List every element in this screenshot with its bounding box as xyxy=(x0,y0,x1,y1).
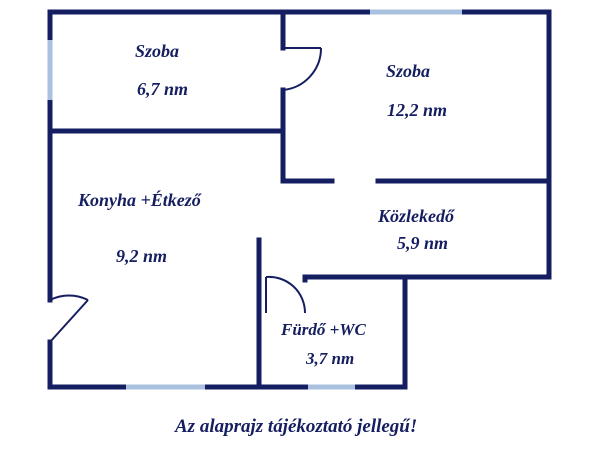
door-bathroom xyxy=(265,275,307,314)
windows xyxy=(47,9,462,390)
room-area-furdo: 3,7 nm xyxy=(305,349,354,368)
door-room-small xyxy=(282,47,323,91)
room-area-kozlekedo: 5,9 nm xyxy=(397,233,448,253)
room-name-konyha: Konyha +Étkező xyxy=(77,189,202,210)
room-area-szoba-large: 12,2 nm xyxy=(387,100,447,120)
room-area-szoba-small: 6,7 nm xyxy=(137,79,188,99)
room-name-furdo: Fürdő +WC xyxy=(280,320,366,339)
interior-walls xyxy=(47,9,552,390)
doors xyxy=(49,47,323,343)
door-entrance xyxy=(49,294,89,343)
room-area-konyha: 9,2 nm xyxy=(116,246,167,266)
room-name-szoba-small: Szoba xyxy=(135,41,179,61)
disclaimer-note: Az alaprajz tájékoztató jellegű! xyxy=(174,416,417,437)
room-name-kozlekedo: Közlekedő xyxy=(377,206,455,226)
room-name-szoba-large: Szoba xyxy=(386,61,430,81)
